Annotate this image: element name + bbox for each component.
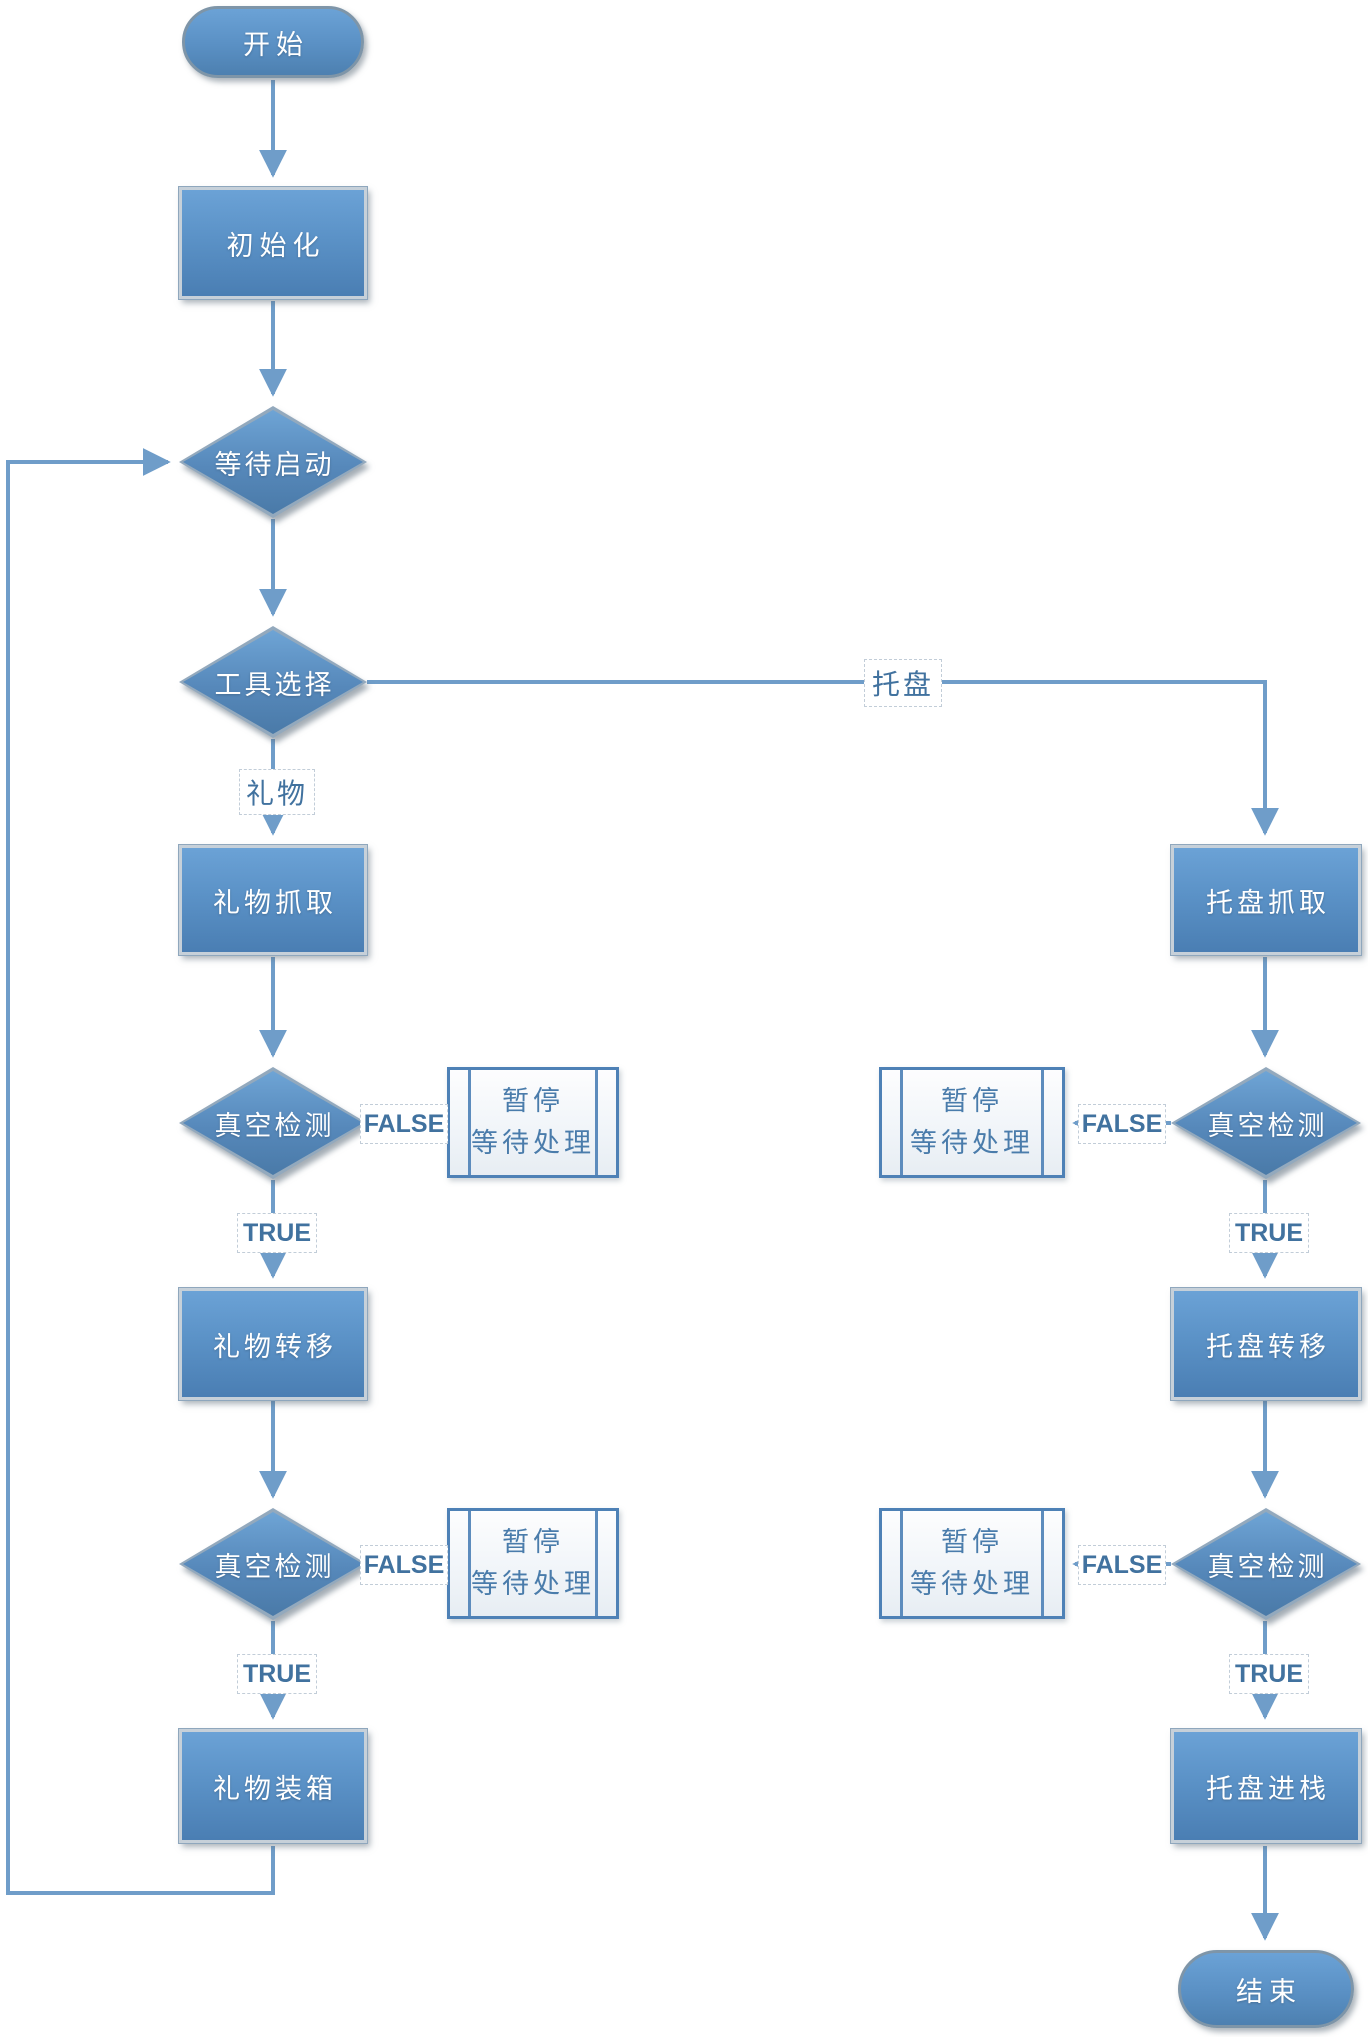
node-gift-vacuum-check-1-label: 真空检测 — [214, 1110, 335, 1142]
node-tool-select-label: 工具选择 — [214, 669, 335, 701]
pause-line-1: 暂停 — [502, 1085, 564, 1117]
node-start-label: 开始 — [243, 29, 309, 61]
node-gift-pause-1: 暂停 等待处理 — [447, 1067, 619, 1178]
edge-label-gift: 礼物 — [239, 769, 315, 815]
pause-line-2: 等待处理 — [910, 1568, 1034, 1600]
pause-line-1: 暂停 — [941, 1085, 1003, 1117]
node-start: 开始 — [182, 6, 364, 78]
node-gift-transfer-label: 礼物转移 — [213, 1331, 337, 1363]
node-tray-pause-1: 暂停 等待处理 — [879, 1067, 1065, 1178]
node-init: 初始化 — [179, 187, 367, 299]
edge-label-true: TRUE — [1229, 1213, 1309, 1253]
node-gift-boxing: 礼物装箱 — [179, 1729, 367, 1843]
edge-label-tray: 托盘 — [864, 659, 942, 707]
node-gift-vacuum-check-2-label: 真空检测 — [214, 1551, 335, 1583]
node-tray-vacuum-check-2: 真空检测 — [1171, 1508, 1361, 1620]
edge-tool-traypick — [367, 680, 1279, 836]
edge-label-false: FALSE — [360, 1104, 448, 1144]
edge-label-false: FALSE — [360, 1545, 448, 1585]
node-gift-pause-2: 暂停 等待处理 — [447, 1508, 619, 1619]
edge-label-false: FALSE — [1078, 1545, 1166, 1585]
node-gift-vacuum-check-1: 真空检测 — [179, 1067, 367, 1179]
pause-line-2: 等待处理 — [471, 1127, 595, 1159]
node-tray-transfer-label: 托盘转移 — [1206, 1331, 1330, 1363]
node-tray-vacuum-check-2-label: 真空检测 — [1207, 1551, 1328, 1583]
node-gift-pick-label: 礼物抓取 — [213, 887, 337, 919]
pause-line-2: 等待处理 — [471, 1568, 595, 1600]
node-tray-stack: 托盘进栈 — [1171, 1729, 1361, 1843]
node-tray-vacuum-check-1: 真空检测 — [1171, 1067, 1361, 1179]
node-gift-boxing-label: 礼物装箱 — [213, 1773, 337, 1805]
edge-label-false: FALSE — [1078, 1104, 1166, 1144]
node-tool-select: 工具选择 — [179, 626, 367, 738]
edge-label-true: TRUE — [237, 1654, 317, 1694]
node-init-label: 初始化 — [226, 230, 326, 262]
node-tray-pause-2: 暂停 等待处理 — [879, 1508, 1065, 1619]
node-wait-start: 等待启动 — [179, 406, 367, 518]
edge-giftboxing-loop-wait — [6, 448, 275, 1895]
node-gift-transfer: 礼物转移 — [179, 1288, 367, 1400]
node-tray-pick: 托盘抓取 — [1171, 845, 1361, 955]
node-end-label: 结束 — [1236, 1976, 1302, 2008]
pause-line-1: 暂停 — [502, 1526, 564, 1558]
node-gift-vacuum-check-2: 真空检测 — [179, 1508, 367, 1620]
edge-label-true: TRUE — [237, 1213, 317, 1253]
node-end: 结束 — [1178, 1950, 1354, 2028]
node-tray-vacuum-check-1-label: 真空检测 — [1207, 1110, 1328, 1142]
node-wait-start-label: 等待启动 — [214, 449, 335, 481]
pause-line-2: 等待处理 — [910, 1127, 1034, 1159]
pause-line-1: 暂停 — [941, 1526, 1003, 1558]
node-gift-pick: 礼物抓取 — [179, 845, 367, 955]
node-tray-pick-label: 托盘抓取 — [1206, 887, 1330, 919]
node-tray-stack-label: 托盘进栈 — [1206, 1773, 1330, 1805]
edge-label-true: TRUE — [1229, 1654, 1309, 1694]
node-tray-transfer: 托盘转移 — [1171, 1288, 1361, 1400]
